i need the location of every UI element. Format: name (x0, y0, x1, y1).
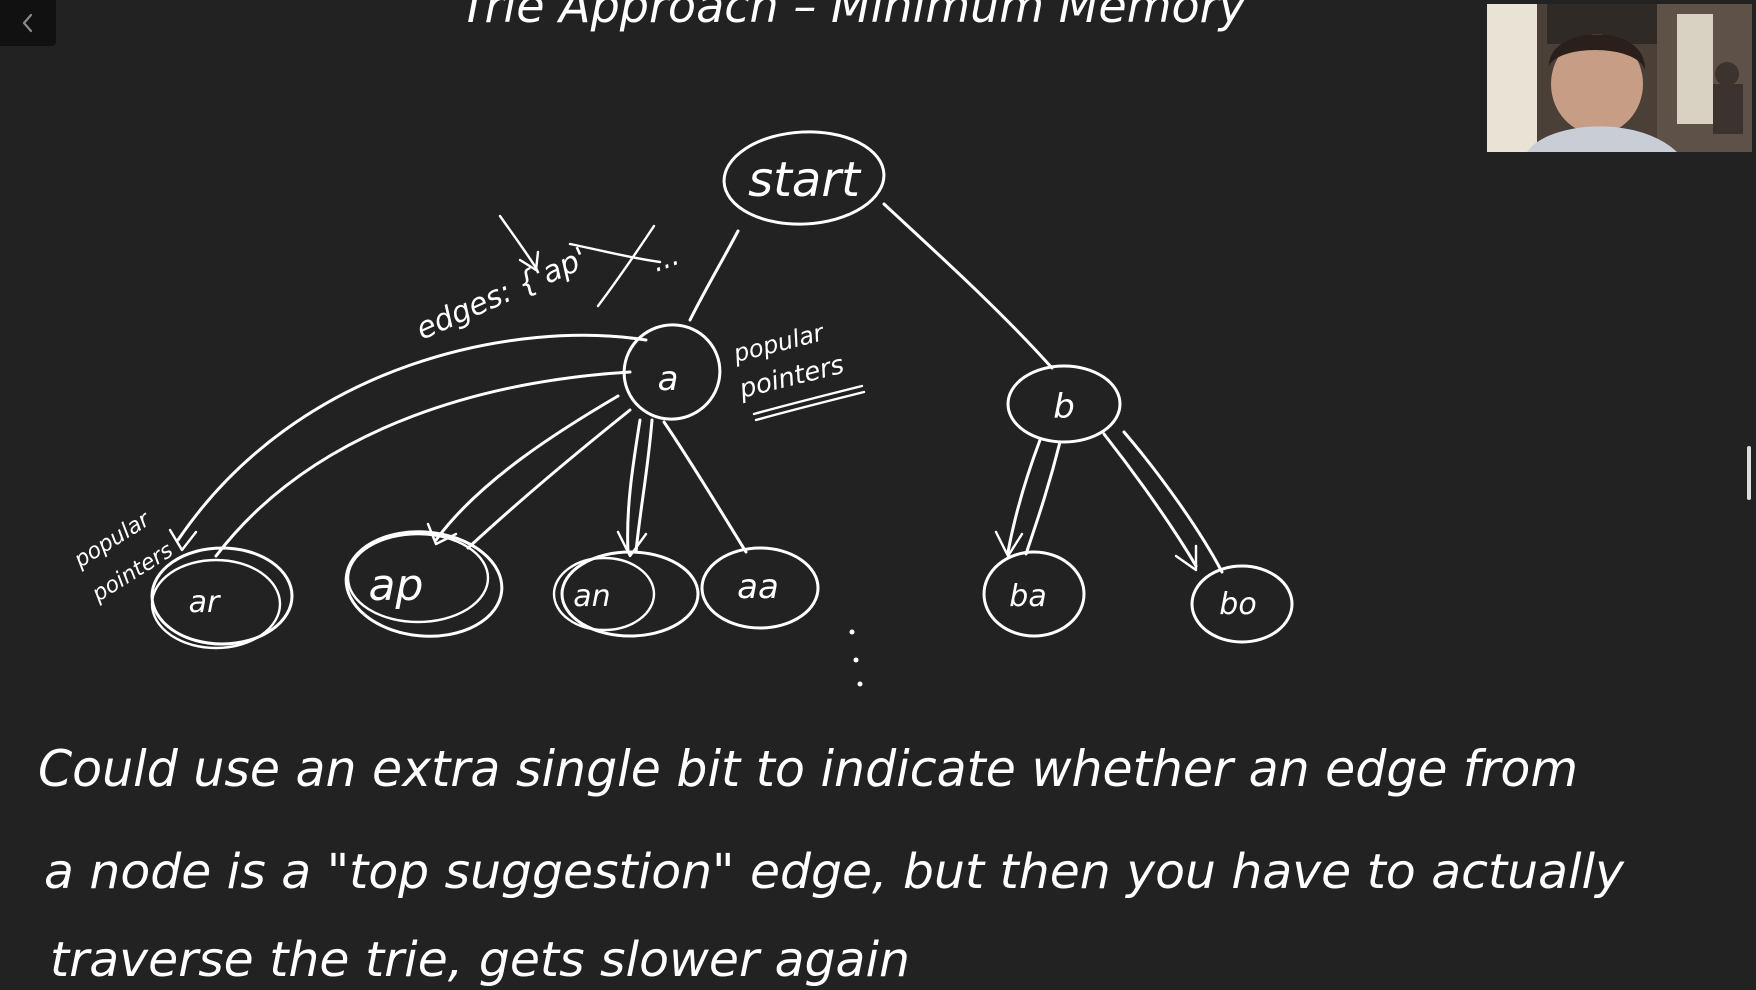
node-ba-label: ba (1009, 579, 1046, 614)
edge-start-b (882, 202, 1054, 370)
edge-a-an-2 (634, 418, 654, 554)
node-ba: ba (982, 550, 1086, 638)
strike-2 (596, 224, 656, 308)
node-aa-label: aa (737, 567, 779, 607)
node-aa: aa (700, 546, 820, 630)
node-start: start (722, 130, 886, 226)
edges-annotation: edges: {'ap' ... (411, 214, 683, 348)
edge-b-ba-2 (1024, 440, 1062, 556)
arrowhead-ba (994, 530, 1024, 558)
arrowhead-bo (1174, 544, 1198, 572)
edge-a-ap-2 (466, 408, 632, 550)
edges-pointer-arrowhead (518, 250, 540, 272)
presenter-webcam (1487, 4, 1752, 152)
node-ar-label: ar (189, 585, 221, 620)
edge-start-a (688, 229, 740, 322)
arrowhead-ar (168, 528, 198, 552)
note-line-2: a node is a "top suggestion" edge, but t… (44, 844, 1625, 900)
node-an-label: an (573, 579, 610, 614)
edges-annotation-text: edges: {'ap' (411, 241, 593, 348)
edges-pointer-arrow (498, 214, 538, 270)
edge-b-bo-1 (1102, 432, 1198, 568)
strike-1 (568, 242, 662, 264)
more-nodes-ellipsis (849, 629, 863, 687)
edge-a-an-1 (626, 418, 642, 554)
presenter-video-icon (1487, 4, 1752, 152)
node-b-label: b (1053, 387, 1075, 427)
edge-a-ar-outer (176, 333, 648, 542)
node-ap-label: ap (369, 560, 424, 611)
node-a: a (622, 323, 722, 421)
popular-pointers-underline-1 (752, 384, 864, 416)
popular-pointers-ar-annotation: popular pointers (69, 506, 178, 607)
scroll-indicator[interactable] (1747, 446, 1751, 500)
edge-a-aa (662, 420, 748, 554)
popular-pointers-underline-2 (754, 390, 866, 422)
edge-b-ba-1 (1006, 438, 1042, 554)
node-ap: ap (344, 530, 504, 638)
node-b: b (1006, 364, 1122, 444)
note-line-1: Could use an extra single bit to indicat… (38, 740, 1578, 798)
chevron-left-icon (22, 13, 33, 33)
node-an: an (552, 550, 700, 638)
note-line-3: traverse the trie, gets slower again (50, 932, 910, 988)
popular-pointers-a-annotation: popular pointers (730, 318, 866, 422)
back-button[interactable] (0, 0, 56, 46)
slide-title: Trie Approach – Minimum Memory (460, 0, 1247, 33)
edge-a-ap-1 (434, 394, 620, 542)
edge-a-ar-inner (214, 370, 632, 558)
node-ar: ar (150, 546, 294, 650)
node-a-label: a (658, 359, 679, 399)
node-bo: bo (1190, 564, 1294, 644)
arrowhead-an (616, 530, 648, 558)
edge-b-bo-2 (1122, 430, 1224, 574)
node-start-label: start (748, 152, 862, 208)
node-bo-label: bo (1219, 587, 1256, 622)
edges-annotation-trail: ... (647, 238, 683, 278)
